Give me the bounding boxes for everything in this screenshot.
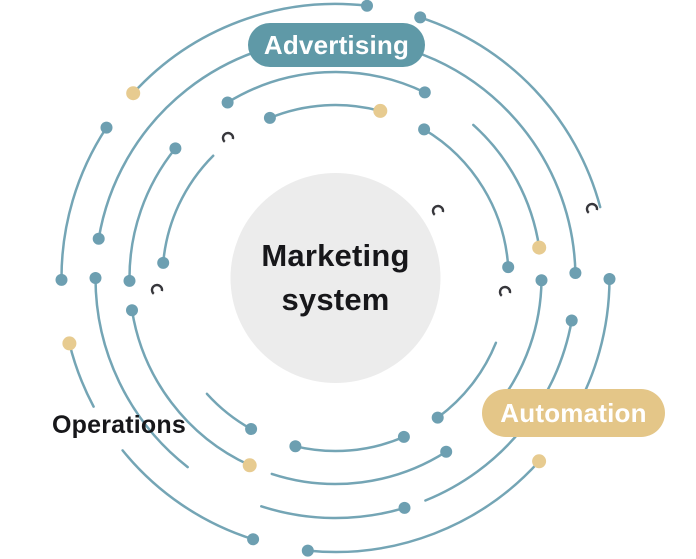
orbit-arc xyxy=(68,342,95,408)
orbit-arc xyxy=(306,460,541,554)
orbit-arc xyxy=(161,154,215,265)
orbit-arc xyxy=(94,276,189,469)
orbit-dot-teal xyxy=(100,121,113,134)
orbit-dot-teal xyxy=(569,267,582,279)
orbit-arc xyxy=(60,126,108,282)
advertising-badge-label: Advertising xyxy=(263,29,410,60)
orbit-dot-tan xyxy=(373,103,388,118)
orbit-dot-teal xyxy=(263,111,276,124)
orbit-arc xyxy=(496,278,543,407)
orbit-dot-teal xyxy=(221,96,234,109)
orbit-dot-tan xyxy=(62,336,77,351)
orbit-arc xyxy=(436,341,498,419)
orbit-dot-teal xyxy=(440,445,453,458)
orbit-dot-teal xyxy=(89,272,102,284)
center-title: Marketing system xyxy=(225,234,446,322)
orbit-dot-teal xyxy=(418,86,431,99)
orbit-dot-teal xyxy=(418,123,431,136)
orbit-dot-teal xyxy=(123,274,136,287)
orbit-arc xyxy=(270,450,448,486)
crescent-mark xyxy=(498,285,512,299)
center-title-line2: system xyxy=(281,282,390,317)
orbit-arc xyxy=(422,128,510,269)
crescent-mark xyxy=(585,202,599,216)
orbit-arc xyxy=(260,505,406,520)
orbit-dot-teal xyxy=(414,11,427,24)
orbit-arc xyxy=(268,103,382,120)
orbit-dot-teal xyxy=(157,256,170,269)
orbit-dot-teal xyxy=(535,274,548,287)
orbit-arc xyxy=(418,16,602,209)
orbit-arc xyxy=(472,123,541,249)
center-title-line1: Marketing xyxy=(261,238,410,273)
orbit-dot-tan xyxy=(532,454,547,469)
orbit-dot-teal xyxy=(92,232,105,245)
orbit-dot-teal xyxy=(169,142,182,155)
orbit-dot-tan xyxy=(242,458,257,473)
orbit-arc xyxy=(226,70,427,104)
center-circle xyxy=(230,173,441,383)
orbit-arc xyxy=(128,147,177,283)
advertising-badge: Advertising xyxy=(248,23,425,67)
orbit-dot-teal xyxy=(431,411,444,424)
orbit-arc xyxy=(205,392,253,431)
orbit-dot-tan xyxy=(126,86,141,101)
orbit-arc xyxy=(294,435,406,453)
operations-label: Operations xyxy=(52,411,186,440)
orbit-dot-teal xyxy=(603,273,616,285)
automation-badge-label: Automation xyxy=(500,397,647,428)
orbit-dot-teal xyxy=(502,261,515,274)
crescent-mark xyxy=(150,283,164,297)
operations-label-text: Operations xyxy=(52,411,186,439)
orbit-dot-teal xyxy=(245,423,258,435)
orbit-dot-teal xyxy=(301,544,314,557)
orbit-dot-teal xyxy=(397,430,410,443)
crescent-mark xyxy=(221,131,235,145)
crescent-mark xyxy=(431,204,445,218)
orbit-dot-teal xyxy=(361,0,373,12)
orbit-dot-teal xyxy=(289,440,302,453)
orbit-dot-teal xyxy=(126,304,138,317)
orbit-dot-teal xyxy=(565,314,578,327)
orbit-dot-teal xyxy=(55,273,68,286)
orbit-arc xyxy=(121,449,255,541)
orbit-dot-teal xyxy=(398,501,411,514)
orbit-arc xyxy=(130,308,251,467)
orbit-dot-tan xyxy=(532,240,547,255)
orbit-arc xyxy=(131,2,369,95)
orbit-dot-teal xyxy=(247,533,260,546)
automation-badge: Automation xyxy=(482,389,665,437)
